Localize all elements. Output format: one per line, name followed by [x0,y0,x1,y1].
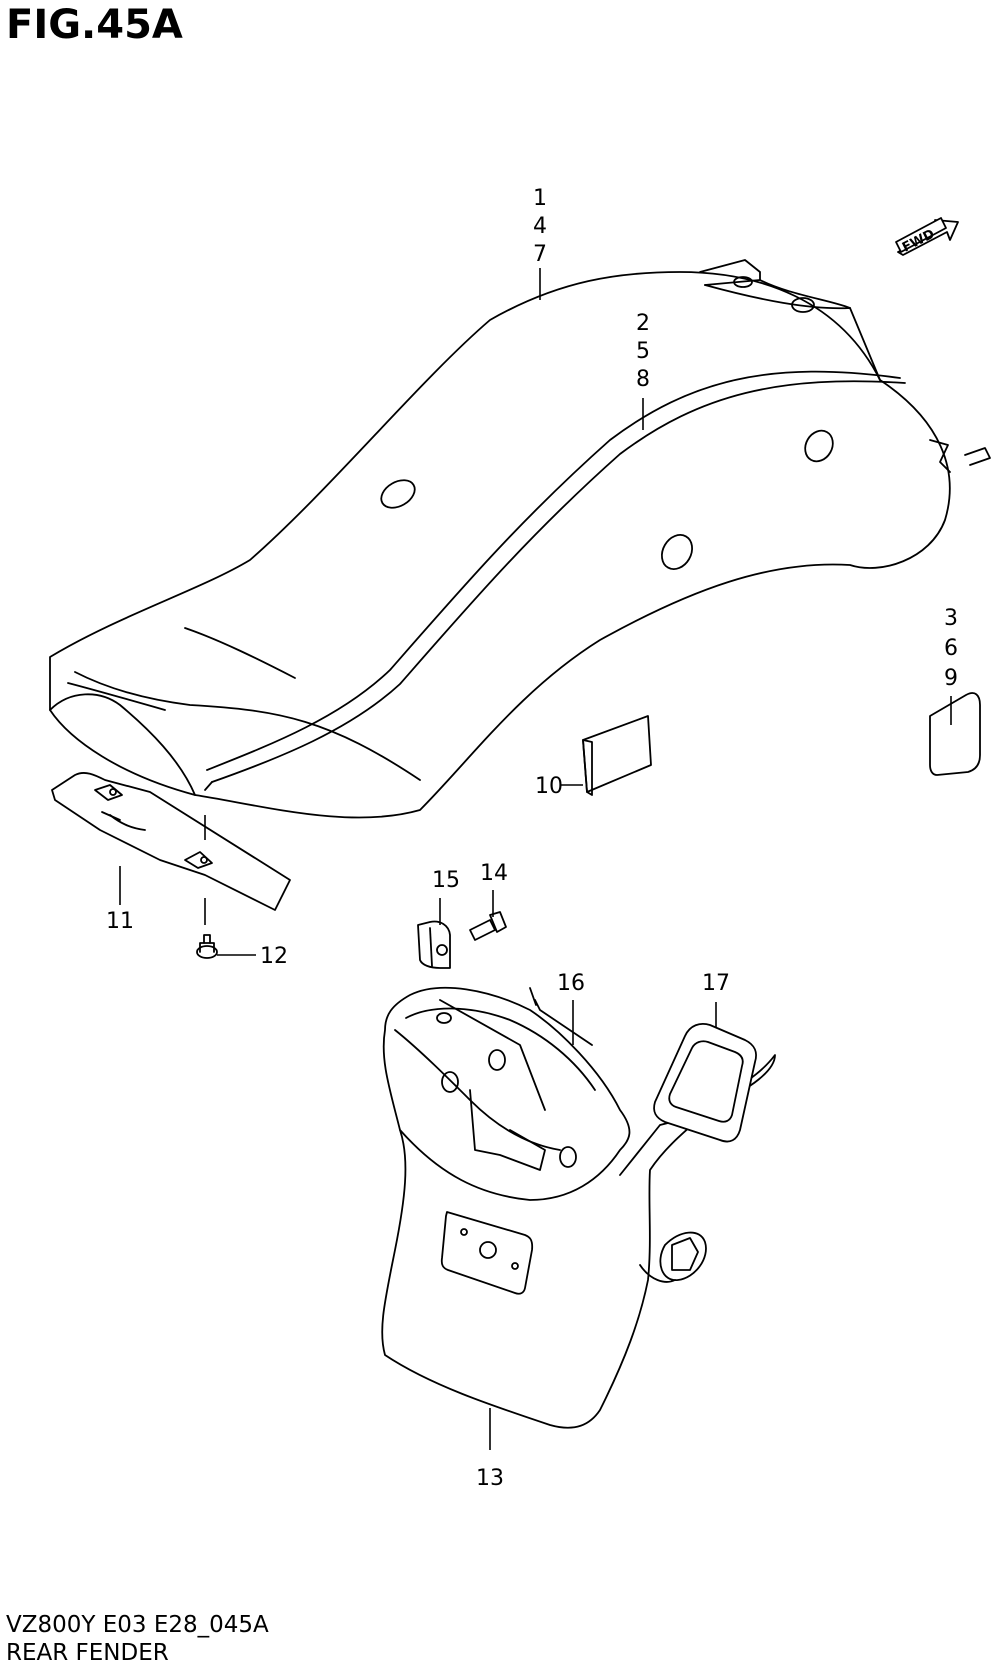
clip-nut-15 [417,920,451,969]
callout-10: 10 [535,774,563,799]
callout-14: 14 [480,861,508,886]
rear-fender [49,259,991,819]
callout-number: 6 [944,636,958,661]
figure-title: FIG.45A [6,2,183,48]
callout-17: 17 [702,971,730,996]
callout-number: 3 [944,606,958,631]
callout-1-4-7: 1 4 7 [533,186,547,267]
callout-number: 8 [636,367,650,392]
bracket-11 [51,772,291,911]
callout-number: 5 [636,339,650,364]
callout-13: 13 [476,1466,504,1491]
callout-2-5-8: 2 5 8 [636,311,650,392]
callout-number: 9 [944,666,958,691]
callout-number: 4 [533,214,547,239]
callout-number: 7 [533,242,547,267]
rear-mudguard-13 [381,986,776,1429]
emblem-plate [929,692,981,776]
callout-3-6-9: 3 6 9 [944,606,958,691]
figure-code: VZ800Y E03 E28_045A [6,1612,269,1638]
callout-12: 12 [260,944,288,969]
leader-lines [119,268,952,1450]
callout-16: 16 [557,971,585,996]
callout-15: 15 [432,868,460,893]
forward-arrow-icon: FWD [895,217,959,256]
figure-name: REAR FENDER [6,1640,169,1666]
callout-number: 1 [533,186,547,211]
gasket-17 [653,1023,758,1143]
callout-number: 2 [636,311,650,336]
bolt-14 [469,911,507,941]
reflector-10 [582,715,652,796]
screw-12 [196,934,218,959]
callout-11: 11 [106,909,134,934]
